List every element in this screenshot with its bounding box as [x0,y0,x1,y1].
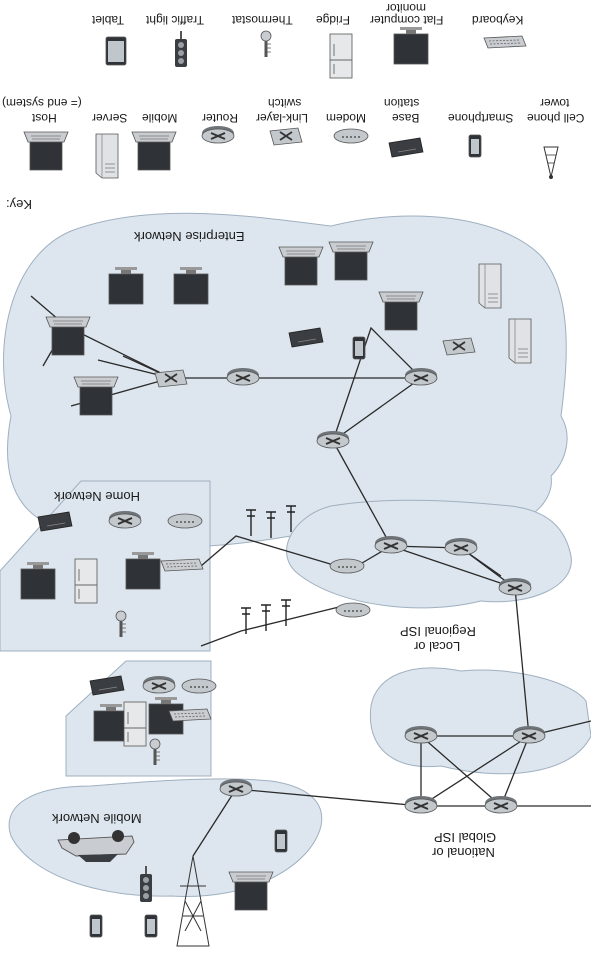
router-icon [142,675,176,694]
modem-icon [181,678,217,694]
cell-phone-tower-icon [543,146,559,180]
keyboard-icon [483,35,527,49]
thermostat-icon [260,30,272,58]
key-label-tower: tower [540,96,570,110]
key-label-monitor: monitor [386,1,427,15]
modem-icon [329,558,365,574]
key-label-tablet: Tablet [92,13,125,27]
router-icon [201,125,235,144]
modem-icon [333,128,369,144]
regional-isp-cloud [286,499,572,609]
router-icon [226,367,260,386]
flat-computer-monitor-icon [393,26,429,65]
national-isp-cloud [369,667,591,775]
key-label-mobile: Mobile [142,111,178,125]
router-icon [404,367,438,386]
key-label-base: Base [392,111,420,125]
laptop-icon [328,241,374,281]
key-label-smartphone: Smartphone [448,111,514,125]
key-label-keyboard: Keyboard [472,13,524,27]
router-icon [512,725,546,744]
national-isp-label-1: National or [432,845,495,860]
mobile-network-cloud [8,778,323,897]
key-title: Key: [6,197,33,212]
router-icon [404,795,438,814]
router-icon [444,537,478,556]
switch-icon [154,369,188,388]
switch-icon [442,337,476,356]
key-label-link-layer: Link-layer [256,111,309,125]
key-label-host-sub: (= end system) [2,96,82,110]
router-icon [219,778,253,797]
smartphone-icon [144,914,158,938]
router-icon [108,510,142,529]
server-icon [478,263,502,309]
router-icon [374,535,408,554]
key-label-server: Server [92,111,128,125]
fridge-icon [329,33,353,79]
keyboard-icon [160,558,204,572]
modem-icon [167,513,203,529]
router-icon [498,577,532,596]
router-icon [316,430,350,449]
key-label-fridge: Fridge [316,13,351,27]
keyboard-icon [168,708,212,722]
key-label-switch: switch [268,96,302,110]
key-label-modem: Modem [326,111,367,125]
enterprise-network-label: Enterprise Network [134,229,245,244]
key-label-router: Router [202,111,239,125]
mobile-network-devices [57,778,288,947]
server-icon [508,318,532,364]
regional-isp-label-2: Regional ISP [400,624,476,639]
router-icon [484,795,518,814]
smartphone-icon [468,134,482,158]
key-label-cell-phone: Cell phone [527,111,585,125]
key-label-station: station [384,96,420,110]
server-icon [95,133,119,179]
mobile-icon [131,131,177,171]
router-icon [404,725,438,744]
fridge-icon [123,701,147,747]
key-label-flat-computer: Flat computer [370,13,444,27]
key-label-thermostat: Thermostat [232,13,293,27]
laptop-icon [278,246,324,286]
base-station-icon [388,137,424,158]
laptop-icon [45,316,91,356]
tablet-icon [105,36,127,66]
laptop-icon [73,376,119,416]
host-icon [23,131,69,171]
antenna-icon [260,604,272,632]
mobile-network-label: Mobile Network [52,811,142,826]
modem-icon [335,602,371,618]
smartphone-icon [352,336,366,360]
national-isp-label-2: Global ISP [434,830,497,845]
key-label-host: Host [32,111,57,125]
link-layer-switch-icon [269,127,303,146]
home-network-label: Home Network [54,489,140,504]
antenna-icon [280,599,292,627]
smartphone-icon [274,829,288,853]
key-label-traffic-light: Traffic light [146,13,205,27]
smartphone-icon [89,914,103,938]
laptop-icon [378,291,424,331]
fridge-icon [74,558,98,604]
traffic-light-icon [175,31,187,67]
cell-tower-icon [176,855,210,947]
regional-isp-label-1: Local or [414,639,461,654]
laptop-icon [228,871,274,911]
